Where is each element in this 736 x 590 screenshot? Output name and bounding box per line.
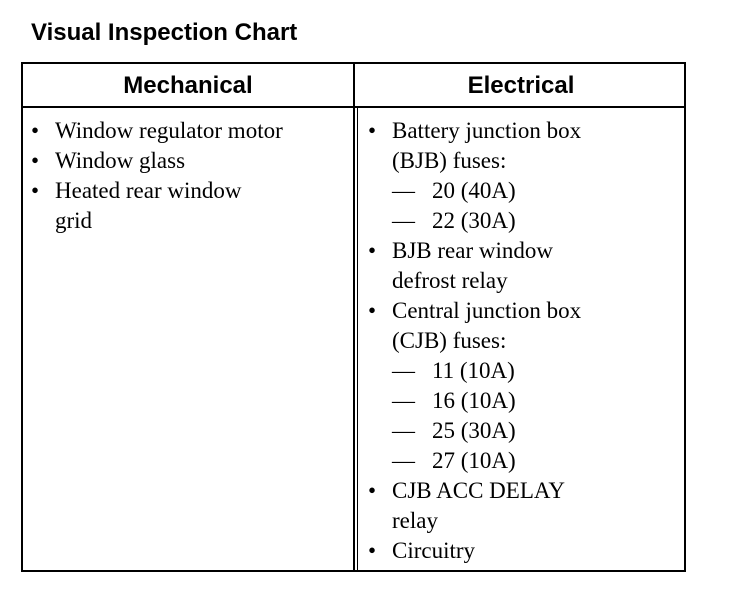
dash-icon: — — [392, 178, 415, 203]
fuse-value: 27 (10A) — [432, 448, 516, 473]
list-item: • Window regulator motor — [31, 116, 349, 146]
chart-title: Visual Inspection Chart — [31, 19, 298, 46]
item-text: Circuitry — [392, 538, 476, 563]
fuse-value: 11 (10A) — [432, 358, 515, 383]
item-text: CJB ACC DELAY — [392, 478, 565, 503]
bullet-icon: • — [368, 118, 377, 143]
item-text: Window regulator motor — [55, 118, 283, 143]
column-divider-secondary — [357, 108, 358, 570]
list-item: • Window glass — [31, 146, 349, 176]
item-text: defrost relay — [392, 268, 508, 293]
list-item: • CJB ACC DELAY relay — [368, 476, 680, 536]
item-text: relay — [392, 508, 438, 533]
item-text: (BJB) fuses: — [392, 148, 507, 173]
bullet-icon: • — [31, 178, 40, 203]
bullet-icon: • — [368, 298, 377, 323]
item-text: Central junction box — [392, 298, 582, 323]
sub-item: — 22 (30A) — [392, 206, 680, 236]
item-text: (CJB) fuses: — [392, 328, 507, 353]
electrical-list: • Battery junction box (BJB) fuses: — 20 … — [368, 116, 680, 566]
fuse-value: 22 (30A) — [432, 208, 516, 233]
dash-icon: — — [392, 358, 415, 383]
list-item: • BJB rear window defrost relay — [368, 236, 680, 296]
sub-item: — 16 (10A) — [392, 386, 680, 416]
list-item: • Central junction box (CJB) fuses: — 11 … — [368, 296, 680, 476]
sub-item: — 27 (10A) — [392, 446, 680, 476]
column-header-electrical: Electrical — [467, 72, 575, 99]
bullet-icon: • — [368, 478, 377, 503]
list-item: • Battery junction box (BJB) fuses: — 20 … — [368, 116, 680, 236]
bullet-icon: • — [368, 238, 377, 263]
item-text: BJB rear window — [392, 238, 553, 263]
list-item: • Heated rear window grid — [31, 176, 349, 236]
sub-item: — 11 (10A) — [392, 356, 680, 386]
mechanical-list: • Window regulator motor • Window glass … — [31, 116, 349, 236]
dash-icon: — — [392, 208, 415, 233]
list-item: • Circuitry — [368, 536, 680, 566]
fuse-value: 25 (30A) — [432, 418, 516, 443]
dash-icon: — — [392, 448, 415, 473]
bullet-icon: • — [368, 538, 377, 563]
sub-item: — 20 (40A) — [392, 176, 680, 206]
dash-icon: — — [392, 388, 415, 413]
dash-icon: — — [392, 418, 415, 443]
bullet-icon: • — [31, 148, 40, 173]
sub-item: — 25 (30A) — [392, 416, 680, 446]
item-text: Window glass — [55, 148, 186, 173]
bullet-icon: • — [31, 118, 40, 143]
inspection-table: Mechanical Electrical • Window regulator… — [21, 62, 686, 572]
column-divider — [353, 64, 355, 570]
item-text: Heated rear window — [55, 178, 242, 203]
fuse-value: 16 (10A) — [432, 388, 516, 413]
item-text: grid — [55, 208, 93, 233]
fuse-value: 20 (40A) — [432, 178, 516, 203]
item-text: Battery junction box — [392, 118, 582, 143]
column-header-mechanical: Mechanical — [123, 72, 253, 99]
